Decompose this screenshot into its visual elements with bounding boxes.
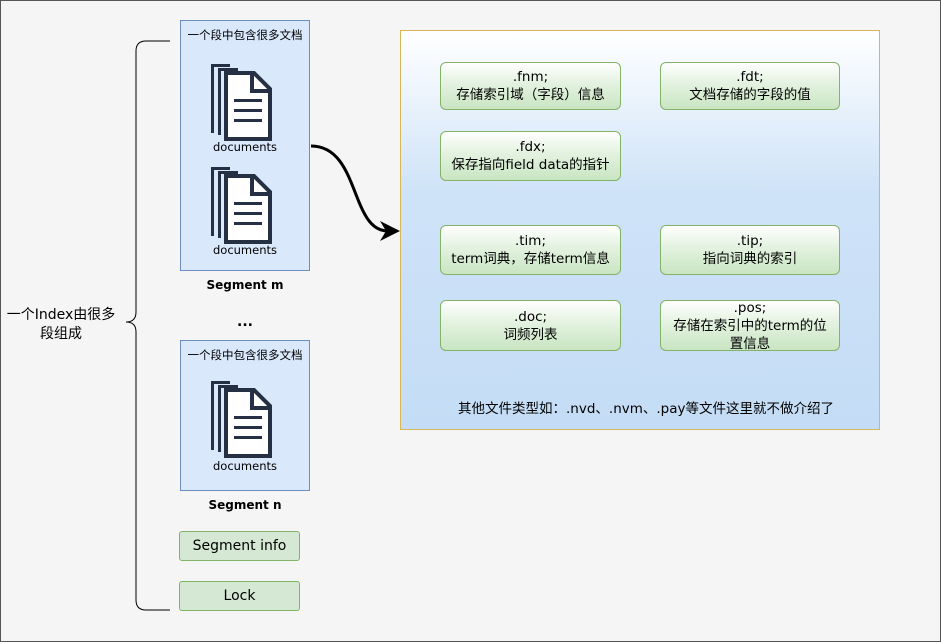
file-ext: .pos; — [733, 299, 767, 316]
other-file-types-note: 其他文件类型如：.nvd、.nvm、.pay等文件这里就不做介绍了 — [458, 401, 835, 417]
file-ext: .fdx; — [515, 139, 546, 155]
file-box-fdt: .fdt; 文档存储的字段的值 — [660, 62, 840, 110]
file-desc: 存储在索引中的term的位置信息 — [673, 317, 827, 352]
documents-label: documents — [212, 243, 277, 257]
file-desc: 存储索引域（字段）信息 — [456, 87, 605, 103]
lock-box: Lock — [179, 581, 300, 611]
file-desc: term词典，存储term信息 — [451, 251, 610, 267]
file-ext: .fnm; — [512, 69, 549, 85]
documents-icon — [211, 381, 272, 458]
file-desc: 文档存储的字段的值 — [689, 87, 811, 103]
file-desc: 指向词典的索引 — [702, 251, 798, 267]
file-box-tim: .tim; term词典，存储term信息 — [440, 225, 621, 275]
segment-info-box: Segment info — [179, 531, 300, 561]
documents-label: documents — [212, 459, 277, 473]
file-box-tip: .tip; 指向词典的索引 — [660, 225, 840, 275]
file-desc: 保存指向field data的指针 — [451, 157, 610, 173]
file-ext: .tim; — [514, 233, 547, 249]
file-box-doc: .doc; 词频列表 — [440, 300, 621, 351]
file-ext: .tip; — [736, 233, 764, 249]
segment-title: 一个段中包含很多文档 — [187, 28, 303, 42]
segment-n-name: Segment n — [208, 498, 282, 512]
file-box-fdx: .fdx; 保存指向field data的指针 — [440, 131, 621, 181]
segment-m: 一个段中包含很多文档 documents documents — [180, 20, 310, 271]
ellipsis: ... — [237, 314, 253, 330]
documents-label: documents — [212, 140, 277, 154]
file-box-fnm: .fnm; 存储索引域（字段）信息 — [440, 62, 621, 110]
file-ext: .doc; — [513, 308, 548, 325]
segment-n: 一个段中包含很多文档 documents — [180, 340, 310, 491]
file-box-pos: .pos; 存储在索引中的term的位置信息 — [660, 299, 840, 352]
documents-icon — [211, 167, 272, 244]
file-desc: 词频列表 — [503, 326, 558, 343]
segment-m-name: Segment m — [206, 278, 284, 292]
index-label: 一个Index由很多段组成 — [6, 307, 116, 342]
segment-title: 一个段中包含很多文档 — [187, 348, 303, 362]
documents-icon — [211, 64, 272, 141]
curved-arrow-icon — [310, 144, 400, 241]
file-ext: .fdt; — [736, 69, 764, 85]
